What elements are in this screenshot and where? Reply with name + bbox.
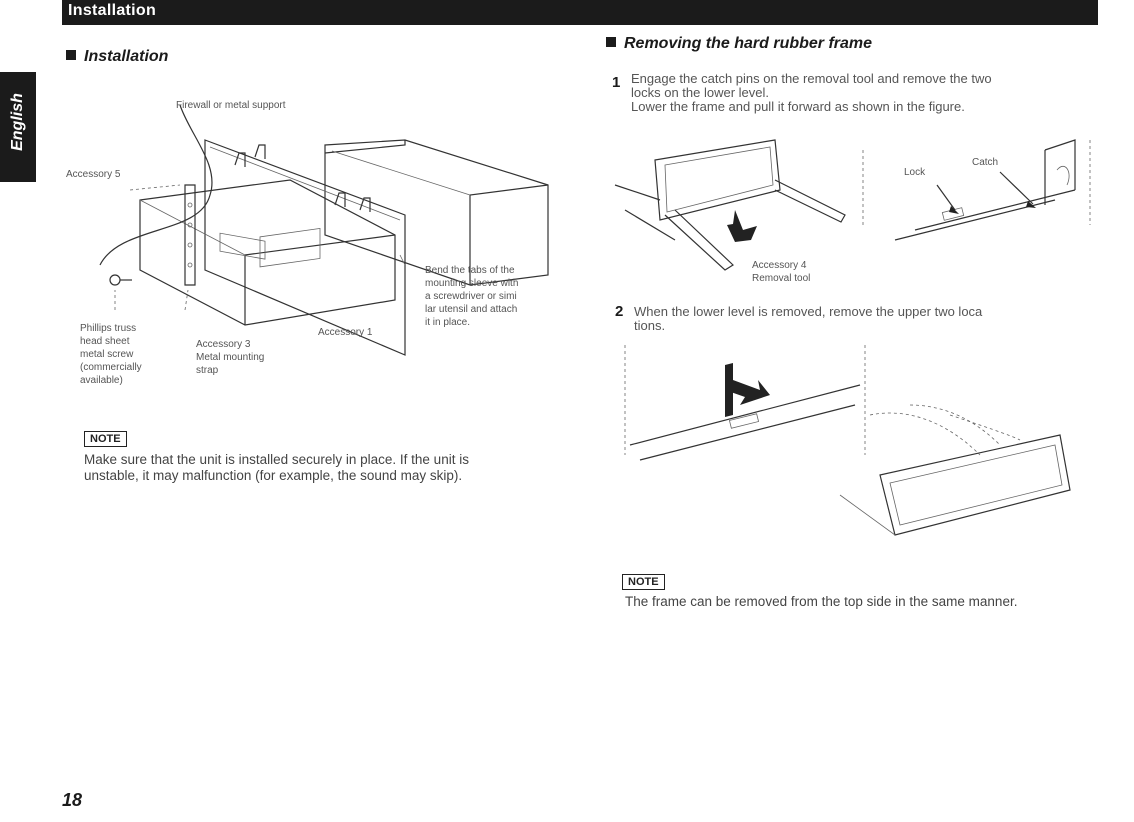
language-tab bbox=[0, 72, 36, 182]
installation-heading-text: Installation bbox=[84, 48, 169, 65]
note-text-left: Make sure that the unit is installed sec… bbox=[84, 452, 469, 483]
step-2-number: 2 bbox=[615, 303, 624, 320]
label-accessory-5: Accessory 5 bbox=[66, 169, 121, 180]
removing-frame-heading: Removing the hard rubber frame bbox=[606, 35, 872, 53]
label-bend-tabs: Bend the tabs of the mounting sleeve wit… bbox=[425, 265, 519, 328]
label-accessory-3: Accessory 3 Metal mounting strap bbox=[196, 339, 265, 376]
label-firewall: Firewall or metal support bbox=[176, 100, 286, 111]
removal-figure-1 bbox=[614, 139, 1091, 271]
label-accessory-4: Accessory 4 Removal tool bbox=[752, 260, 811, 284]
installation-diagram bbox=[99, 104, 549, 356]
step-2-text: When the lower level is removed, remove … bbox=[634, 304, 983, 333]
step-1-number: 1 bbox=[612, 74, 621, 91]
square-bullet-icon bbox=[66, 50, 76, 60]
removing-frame-heading-text: Removing the hard rubber frame bbox=[624, 35, 873, 52]
language-tab-label: English bbox=[9, 93, 26, 151]
removal-figure-2 bbox=[624, 345, 1071, 536]
label-lock: Lock bbox=[904, 167, 926, 178]
label-screw: Phillips truss head sheet metal screw (c… bbox=[80, 323, 142, 386]
note-text-right: The frame can be removed from the top si… bbox=[625, 594, 1018, 609]
square-bullet-icon bbox=[606, 37, 616, 47]
page-title: Installation bbox=[68, 2, 157, 19]
installation-heading: Installation bbox=[66, 48, 168, 66]
page-number: 18 bbox=[62, 790, 83, 810]
header-rule bbox=[62, 22, 1098, 25]
note-badge-left: NOTE bbox=[84, 431, 127, 447]
step-1-text: Engage the catch pins on the removal too… bbox=[631, 71, 992, 114]
label-accessory-1: Accessory 1 bbox=[318, 327, 373, 338]
label-catch: Catch bbox=[972, 157, 999, 168]
note-badge-right: NOTE bbox=[622, 574, 665, 590]
header-bar bbox=[62, 0, 1098, 22]
